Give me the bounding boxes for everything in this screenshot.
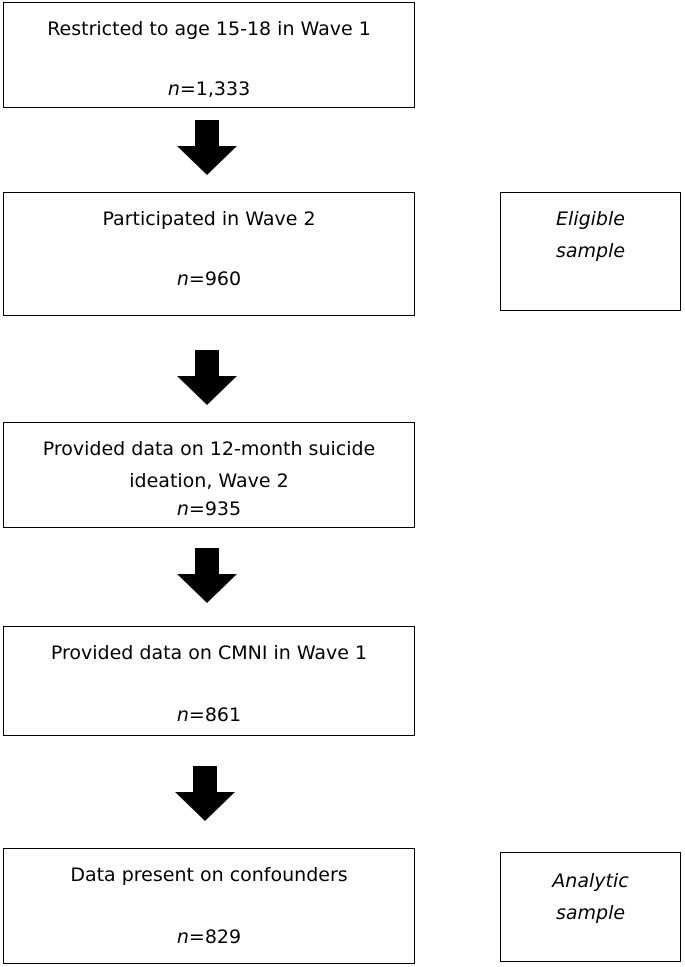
step-4-count: n=861 [4, 701, 414, 729]
analytic-sample-line-2: sample [555, 902, 626, 924]
down-arrow-1-shape [177, 120, 237, 175]
step-3-n-value: =935 [188, 498, 242, 520]
step-1-n-value: =1,333 [179, 78, 251, 100]
step-box-3: Provided data on 12-month suicide ideati… [3, 422, 415, 528]
step-box-1: Restricted to age 15-18 in Wave 1 n=1,33… [3, 2, 415, 108]
down-arrow-2 [177, 350, 237, 405]
step-2-n-value: =960 [188, 268, 242, 290]
step-2-text: Participated in Wave 2 [102, 208, 316, 230]
step-1-count: n=1,333 [4, 75, 414, 103]
analytic-sample-box: Analytic sample [500, 852, 681, 962]
step-4-text: Provided data on CMNI in Wave 1 [50, 642, 368, 664]
down-arrow-4 [175, 766, 235, 821]
step-box-4: Provided data on CMNI in Wave 1 n=861 [3, 626, 415, 736]
step-1-n-label: n [167, 78, 180, 100]
step-5-count: n=829 [4, 923, 414, 951]
down-arrow-1 [177, 120, 237, 175]
step-3-text-line-2: ideation, Wave 2 [129, 470, 289, 492]
step-2-count: n=960 [4, 265, 414, 293]
eligible-sample-box: Eligible sample [500, 192, 681, 311]
step-box-5: Data present on confounders n=829 [3, 848, 415, 964]
analytic-sample-line-1: Analytic [552, 870, 629, 892]
down-arrow-4-shape [175, 766, 235, 821]
step-4-n-value: =861 [188, 704, 242, 726]
step-5-text: Data present on confounders [70, 864, 348, 886]
step-3-n-label: n [176, 498, 189, 520]
step-5-n-label: n [176, 926, 189, 948]
eligible-sample-line-1: Eligible [556, 208, 625, 230]
step-3-count: n=935 [4, 495, 414, 523]
step-2-n-label: n [176, 268, 189, 290]
step-box-2: Participated in Wave 2 n=960 [3, 192, 415, 316]
step-3-text-line-1: Provided data on 12-month suicide [42, 438, 376, 460]
eligible-sample-line-2: sample [555, 240, 626, 262]
down-arrow-2-shape [177, 350, 237, 405]
down-arrow-3 [177, 548, 237, 603]
down-arrow-3-shape [177, 548, 237, 603]
step-1-text: Restricted to age 15-18 in Wave 1 [47, 18, 371, 40]
step-5-n-value: =829 [188, 926, 242, 948]
step-4-n-label: n [176, 704, 189, 726]
